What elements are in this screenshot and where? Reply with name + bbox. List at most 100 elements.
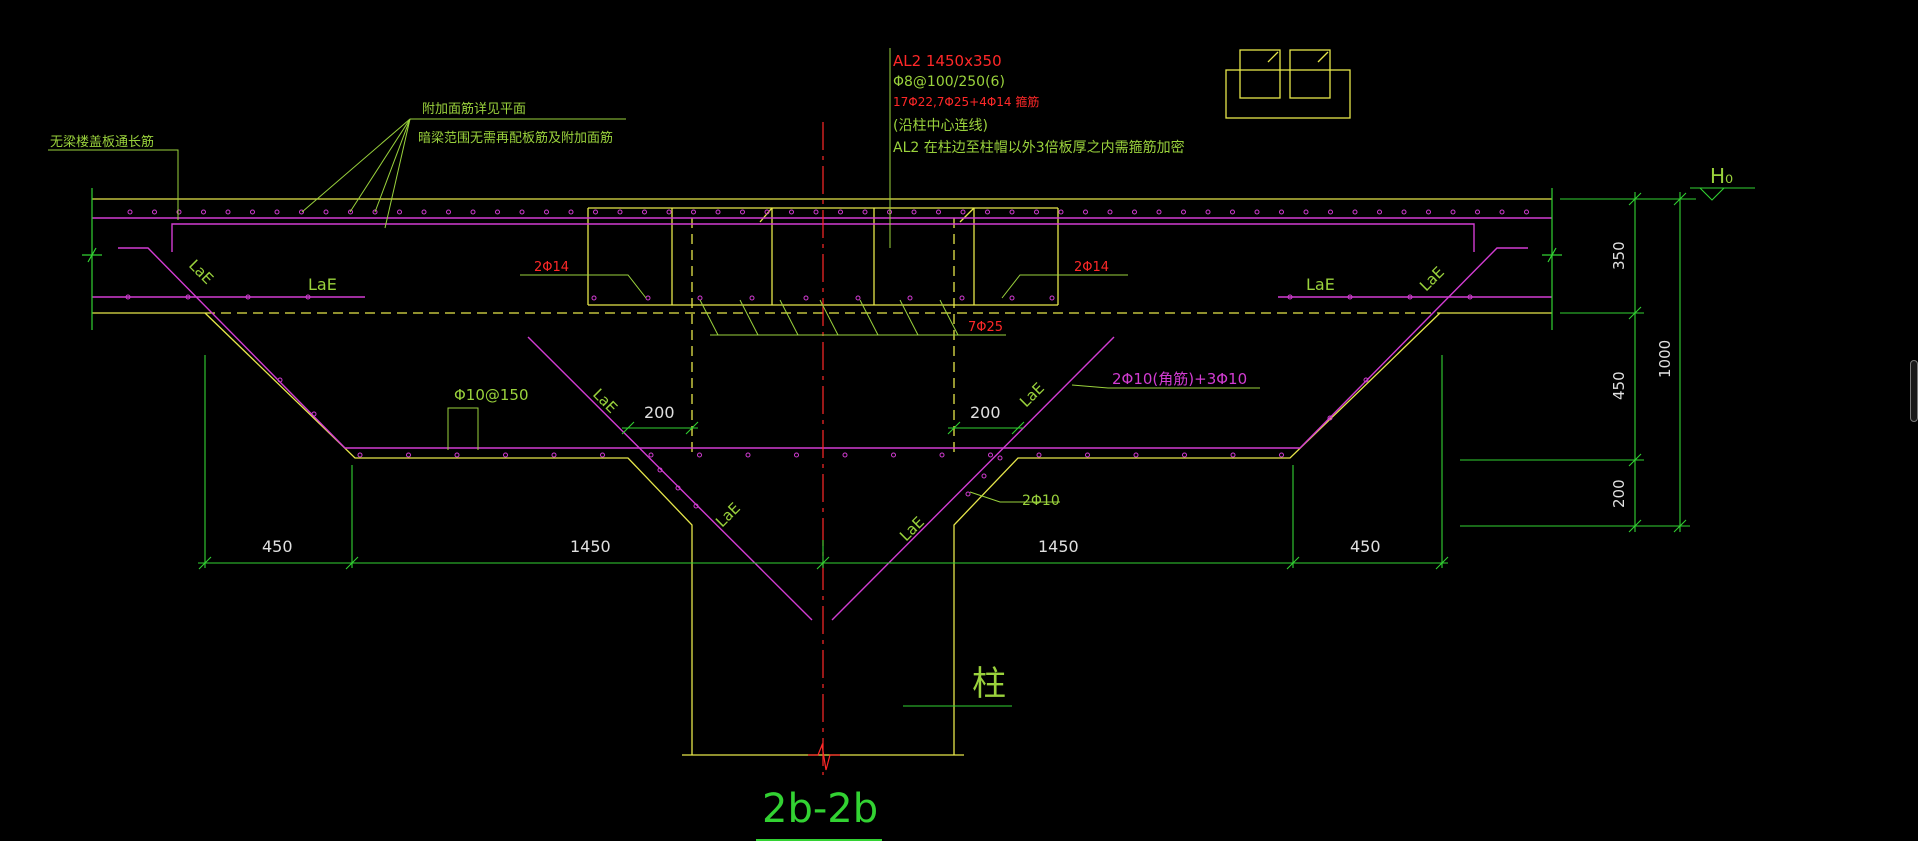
rebar-leader-tick xyxy=(699,299,719,336)
left-break-zigzag xyxy=(82,247,102,263)
rebar-dot xyxy=(185,294,191,300)
rebar-dot xyxy=(176,209,182,215)
rebar-leader-tick xyxy=(739,299,759,336)
rebar-dot xyxy=(997,455,1003,461)
rebar-dot xyxy=(697,295,703,301)
rebar-dot xyxy=(568,209,574,215)
dim-right-tick-3 xyxy=(1628,453,1642,467)
dim-tick-4 xyxy=(1286,556,1300,570)
dim-right-tick-4 xyxy=(1628,519,1642,533)
rebar-dot xyxy=(495,209,500,215)
laE-label-4: LaE xyxy=(1416,263,1448,295)
laE-label-2: LaE xyxy=(308,275,337,294)
leader-2phi14-right xyxy=(1001,274,1128,299)
rebar-dot xyxy=(842,452,848,458)
rebar-dot xyxy=(745,452,751,458)
rebar-dot xyxy=(764,209,770,215)
rebar-dot xyxy=(960,209,966,215)
rebar-dot xyxy=(1279,452,1284,458)
rebar-dot xyxy=(1230,452,1236,458)
rebar-dot xyxy=(715,209,721,215)
dim-right-total-tick-1 xyxy=(1673,192,1687,206)
break-symbol-bottom xyxy=(808,742,840,771)
rebar-dot xyxy=(1328,209,1333,215)
rebar-dot xyxy=(749,295,755,301)
diagonal-bar-left xyxy=(527,336,813,621)
legend-hook-1 xyxy=(1267,51,1279,63)
rebar-dot xyxy=(911,209,917,215)
rebar-dot xyxy=(1009,295,1015,301)
rebar-dot xyxy=(1230,209,1235,215)
beam-note-block: AL2 1450x350 Φ8@100/250(6) 17Φ22,7Φ25+4Φ… xyxy=(893,52,1185,156)
rebar-dot xyxy=(1107,209,1113,215)
stirrup-hook-2 xyxy=(959,207,975,223)
dim-inner-right-text: 200 xyxy=(970,403,1001,422)
laE-label-1: LaE xyxy=(185,256,217,288)
bar-2phi14-right: 2Φ14 xyxy=(1074,260,1109,275)
rebar-dot xyxy=(323,209,329,215)
rebar-dot xyxy=(1303,209,1309,215)
rebar-dot xyxy=(907,295,913,301)
rebar-dot xyxy=(446,209,451,215)
laE-label-6: LaE xyxy=(1016,379,1048,411)
rebar-dot xyxy=(794,452,799,458)
dim-inner-left-tick-1 xyxy=(621,421,635,435)
rebar-dot xyxy=(1426,209,1431,215)
diagonal-bar-right xyxy=(831,336,1115,621)
rebar-dot xyxy=(1475,209,1480,215)
dim-tick-2 xyxy=(345,556,359,570)
rebar-dot xyxy=(1133,452,1139,458)
leader-top-4 xyxy=(384,118,411,229)
dim-bottom-4: 450 xyxy=(1350,537,1381,556)
dim-bottom-1: 450 xyxy=(262,537,293,556)
rebar-dot xyxy=(519,209,525,215)
rebar-dot xyxy=(1467,294,1473,300)
rebar-dot xyxy=(965,491,971,497)
rebar-dot xyxy=(1132,209,1137,215)
rebar-dot xyxy=(1254,209,1260,215)
rebar-dot xyxy=(648,452,654,458)
beam-note-line-4: (沿柱中心连线) xyxy=(893,118,988,134)
rebar-dot xyxy=(981,473,987,479)
dim-inner-right-tick-2 xyxy=(1011,421,1025,435)
rebar-dot xyxy=(1499,209,1505,215)
column-label: 柱 xyxy=(972,664,1006,704)
laE-label-3: LaE xyxy=(1306,275,1335,294)
rebar-dot xyxy=(397,209,402,215)
dim-right-tick-1 xyxy=(1628,192,1642,206)
rebar-dot xyxy=(1347,294,1353,300)
dim-inner-left-tick-2 xyxy=(685,421,699,435)
rebar-dot xyxy=(838,209,843,215)
bar-2phi10-corner: 2Φ10(角筋)+3Φ10 xyxy=(1112,370,1247,388)
rebar-dot xyxy=(959,295,965,301)
left-note: 无梁楼盖板通长筋 xyxy=(50,134,154,150)
rebar-dot xyxy=(201,209,206,215)
rebar-dot xyxy=(372,209,378,215)
leader-phi10-150 xyxy=(447,407,479,450)
dim-tick-1 xyxy=(198,556,212,570)
dim-bottom-2: 1450 xyxy=(570,537,611,556)
rebar-dot xyxy=(1401,209,1407,215)
rebar-dot xyxy=(503,452,508,458)
rebar-dot xyxy=(454,452,460,458)
rebar-dot xyxy=(1205,209,1211,215)
column-cap-outline-right xyxy=(953,312,1441,755)
rebar-dot xyxy=(657,467,663,473)
rebar-dot xyxy=(1034,209,1039,215)
leader-top-2 xyxy=(349,118,411,213)
rebar-dot xyxy=(1058,209,1064,215)
rebar-dot xyxy=(666,209,672,215)
legend-box-2 xyxy=(1289,49,1331,99)
dim-bottom-3: 1450 xyxy=(1038,537,1079,556)
dim-right-3: 200 xyxy=(1610,479,1628,508)
rebar-dot xyxy=(1524,209,1529,215)
rebar-dot xyxy=(855,295,861,301)
rebar-dot xyxy=(936,209,941,215)
rebar-dot xyxy=(803,295,809,301)
rebar-dot xyxy=(1182,452,1187,458)
dim-inner-left-text: 200 xyxy=(644,403,675,422)
rebar-dot xyxy=(600,452,605,458)
scrollbar-handle[interactable] xyxy=(1910,360,1918,422)
rebar-dot xyxy=(544,209,549,215)
